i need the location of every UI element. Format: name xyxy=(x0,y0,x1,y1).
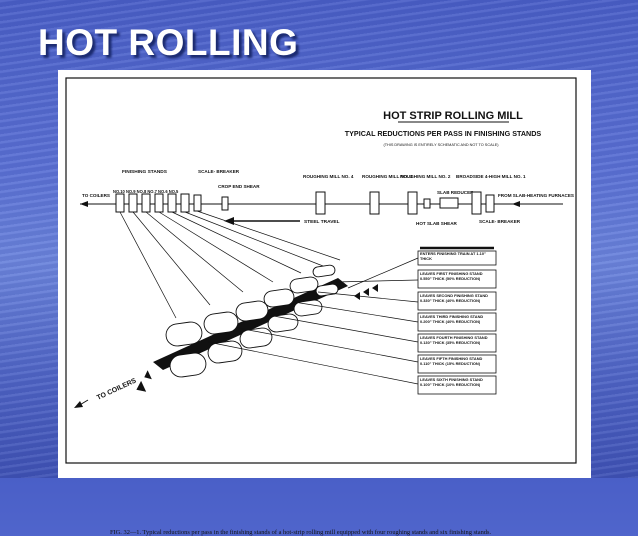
roll-stand xyxy=(289,276,323,317)
finishing-stand xyxy=(141,193,151,213)
hot-slab-shear-label: HOT SLAB SHEAR xyxy=(416,221,458,226)
furnace-arrow-icon xyxy=(512,201,520,207)
steel-travel-label: STEEL TRAVEL xyxy=(304,219,340,225)
callout-text-7: LEAVES SIXTH FINISHING STAND 0.100" THIC… xyxy=(420,377,483,387)
callout-box xyxy=(417,375,497,395)
crop-shear-stand xyxy=(221,196,229,211)
roughing-stand-2 xyxy=(407,191,418,215)
figure-subheading: TYPICAL REDUCTIONS PER PASS IN FINISHING… xyxy=(345,129,542,138)
callout-box xyxy=(417,291,497,311)
callout-box xyxy=(417,333,497,353)
from-furnaces-label: FROM SLAB-HEATING FURNACES xyxy=(498,193,574,198)
slab-reducer xyxy=(439,197,459,209)
finishing-stand xyxy=(167,193,177,213)
scale-breaker-right xyxy=(485,194,495,213)
scale-breaker-left-label: SCALE- BREAKER xyxy=(198,169,240,174)
callout-text-6: LEAVES FIFTH FINISHING STAND 0.110" THIC… xyxy=(420,356,483,366)
scale-breaker-stand xyxy=(193,194,202,212)
slab-reducer-label: SLAB REDUCER xyxy=(437,190,474,195)
callout-text-2: LEAVES FIRST FINISHING STAND 0.550" THIC… xyxy=(420,271,483,281)
roll-stand xyxy=(203,311,243,364)
stand-numbers-label: NO.10 NO.9 NO.8 NO.7 NO.6 NO.5 xyxy=(113,189,179,194)
left-arrow-icon xyxy=(80,201,88,207)
roll-stand xyxy=(165,321,207,378)
figure-frame xyxy=(65,77,577,464)
crop-end-shear-label: CROP END SHEAR xyxy=(218,184,260,189)
exit-arrows xyxy=(136,370,152,392)
callouts-group xyxy=(417,246,497,395)
finishing-stands-label: FINISHING STANDS xyxy=(122,169,168,175)
callout-text-1: ENTERS FINISHING TRAIN AT 1.10" THICK xyxy=(420,251,486,261)
to-coilers-top-label: TO COILERS xyxy=(82,193,110,198)
coilers-arrow-icon xyxy=(74,401,83,408)
callout-box xyxy=(417,269,497,289)
steel-strip xyxy=(153,278,348,370)
roughing-stand-3 xyxy=(369,191,380,215)
roll-stand xyxy=(263,288,299,333)
finishing-stands-group xyxy=(115,193,229,213)
callout-text-3: LEAVES SECOND FINISHING STAND 0.330" THI… xyxy=(420,293,488,303)
leader-lines xyxy=(119,210,341,319)
finishing-stand xyxy=(128,193,138,213)
callout-box xyxy=(417,250,497,266)
callout-text-5: LEAVES FOURTH FINISHING STAND 0.130" THI… xyxy=(420,335,488,345)
finishing-stand xyxy=(154,193,164,213)
callout-text-4: LEAVES THIRD FINISHING STAND 0.200" THIC… xyxy=(420,314,484,324)
figure-heading: HOT STRIP ROLLING MILL xyxy=(383,110,523,122)
broadside-stand xyxy=(471,191,482,215)
to-coilers-bottom-label: TO COILERS xyxy=(96,377,138,402)
finishing-stand xyxy=(115,193,125,213)
roll-stands-group xyxy=(165,264,339,378)
broadside-label: BROADSIDE 4-HIGH MILL NO. 1 xyxy=(456,174,526,179)
scale-breaker-right-label: SCALE- BREAKER xyxy=(479,219,521,224)
rolling-mill-diagram: HOT STRIP ROLLING MILL TYPICAL REDUCTION… xyxy=(65,77,577,464)
figure-sheet: HOT STRIP ROLLING MILL TYPICAL REDUCTION… xyxy=(58,70,591,536)
roughing-mill-2-label: ROUGHING MILL NO. 2 xyxy=(400,174,451,179)
roughing-stand-4 xyxy=(315,191,326,215)
callout-box xyxy=(417,312,497,332)
callout-box xyxy=(417,354,497,374)
finishing-stand xyxy=(180,193,190,213)
figure-caption: FIG. 32—1. Typical reductions per pass i… xyxy=(110,529,492,536)
slide-title: HOT ROLLING xyxy=(38,22,299,63)
roughing-mill-3-label: ROUGHING MILL NO. 3 xyxy=(362,174,413,179)
roughing-mill-4-label: ROUGHING MILL NO. 4 xyxy=(303,174,354,179)
hot-slab-shear xyxy=(423,198,431,209)
callout-leaders xyxy=(207,257,419,385)
roll-stand xyxy=(312,264,339,297)
figure-note: (THIS DRAWING IS ENTIRELY SCHEMATIC AND … xyxy=(383,143,499,147)
